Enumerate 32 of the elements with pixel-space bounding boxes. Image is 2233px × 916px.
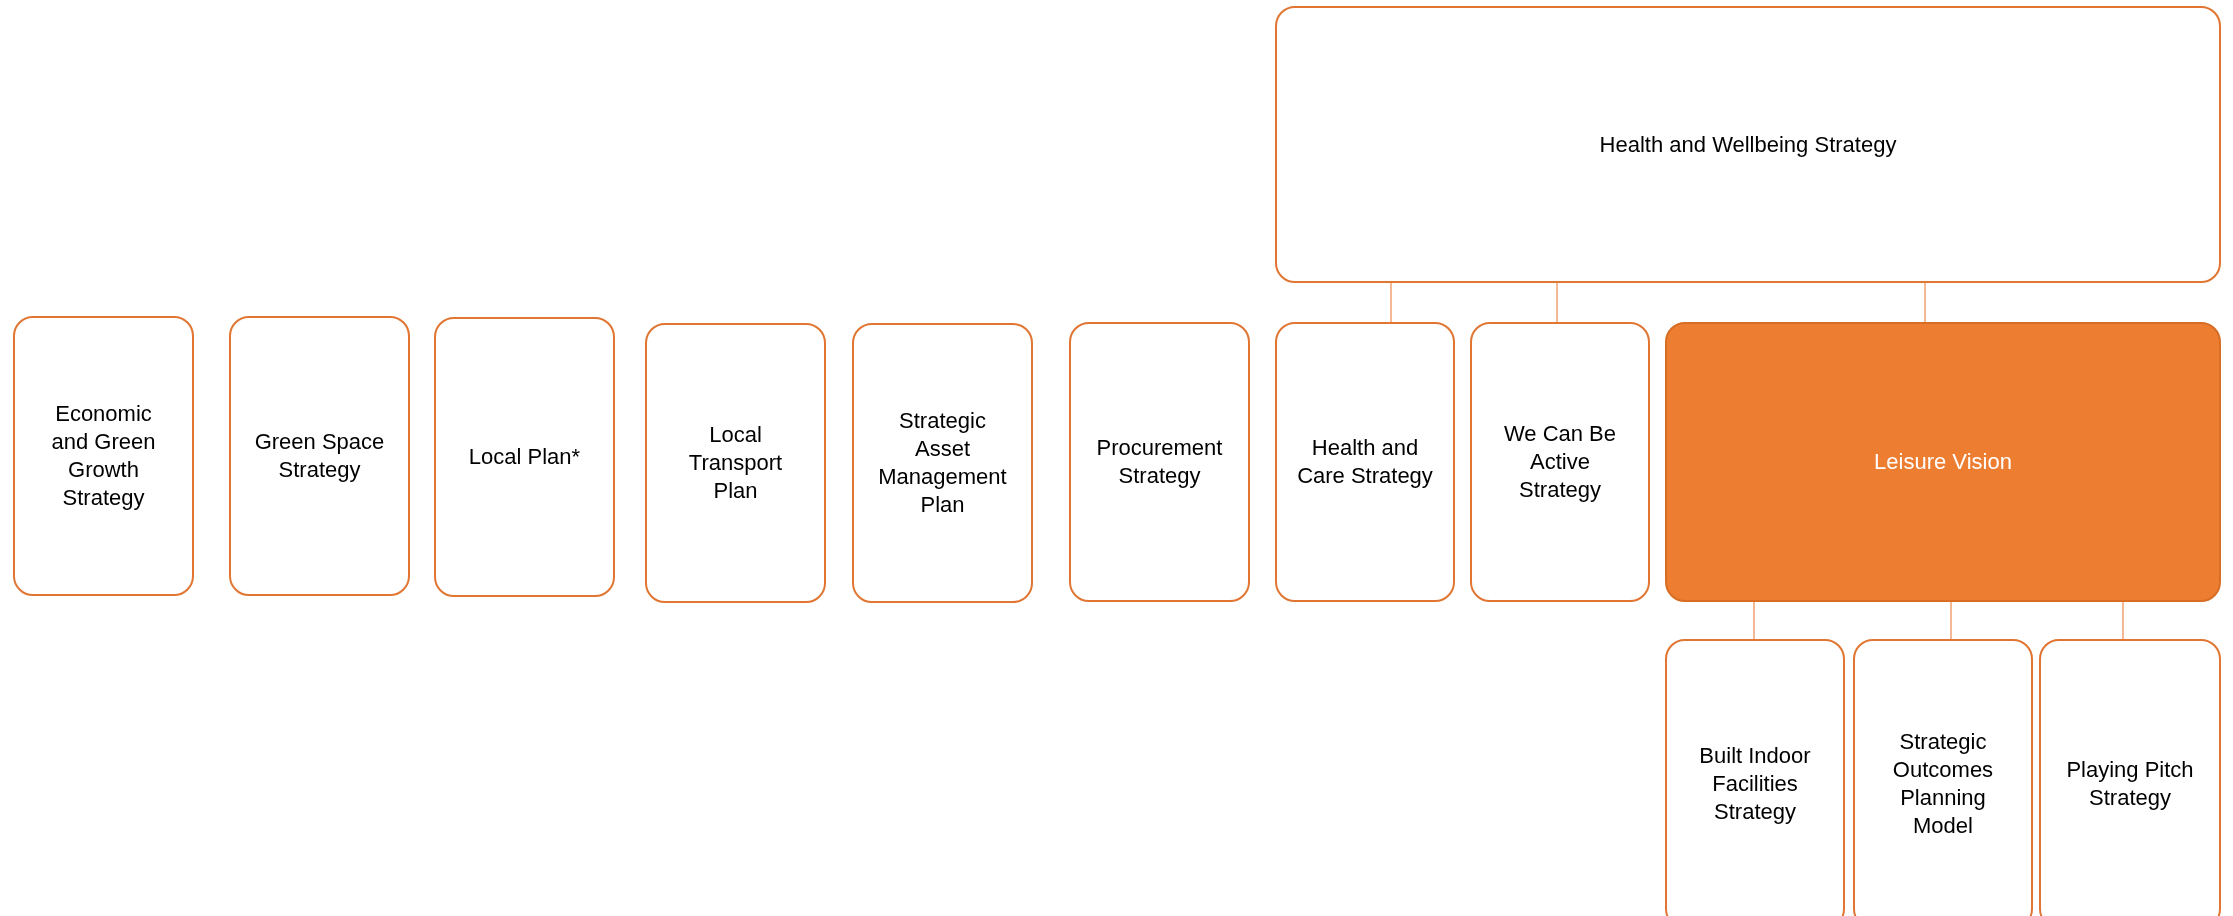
connector-line xyxy=(1924,282,1926,323)
box-label: Playing Pitch Strategy xyxy=(2065,756,2195,812)
box-label: Built Indoor Facilities Strategy xyxy=(1698,742,1812,826)
strategy-box xyxy=(229,316,410,596)
box-label: Local Plan* xyxy=(468,443,581,471)
strategy-box xyxy=(1853,639,2033,916)
box-label: Health and Care Strategy xyxy=(1297,434,1433,490)
strategy-box xyxy=(13,316,194,596)
strategy-box xyxy=(645,323,826,603)
strategy-box xyxy=(1665,639,1845,916)
box-label: Economic and Green Growth Strategy xyxy=(50,400,157,512)
connector-line xyxy=(1556,282,1558,323)
connector-line xyxy=(1753,601,1755,640)
connector-line xyxy=(1390,282,1392,323)
strategy-box xyxy=(434,317,615,597)
box-label: Procurement Strategy xyxy=(1095,434,1224,490)
strategy-box xyxy=(1275,322,1455,602)
box-label: We Can Be Active Strategy xyxy=(1502,420,1618,504)
strategy-box xyxy=(2039,639,2221,916)
strategy-box xyxy=(1275,6,2221,283)
connector-line xyxy=(2122,601,2124,640)
connector-line xyxy=(1950,601,1952,640)
box-label: Strategic Outcomes Planning Model xyxy=(1891,728,1995,840)
strategy-box xyxy=(852,323,1033,603)
highlight-box xyxy=(1665,322,2221,602)
strategy-box xyxy=(1470,322,1650,602)
box-label: Leisure Vision xyxy=(1874,448,2012,476)
strategy-box xyxy=(1069,322,1250,602)
box-label: Strategic Asset Management Plan xyxy=(877,407,1008,519)
box-label: Local Transport Plan xyxy=(687,421,784,505)
box-label: Health and Wellbeing Strategy xyxy=(1599,130,1897,159)
box-label: Green Space Strategy xyxy=(253,428,386,484)
